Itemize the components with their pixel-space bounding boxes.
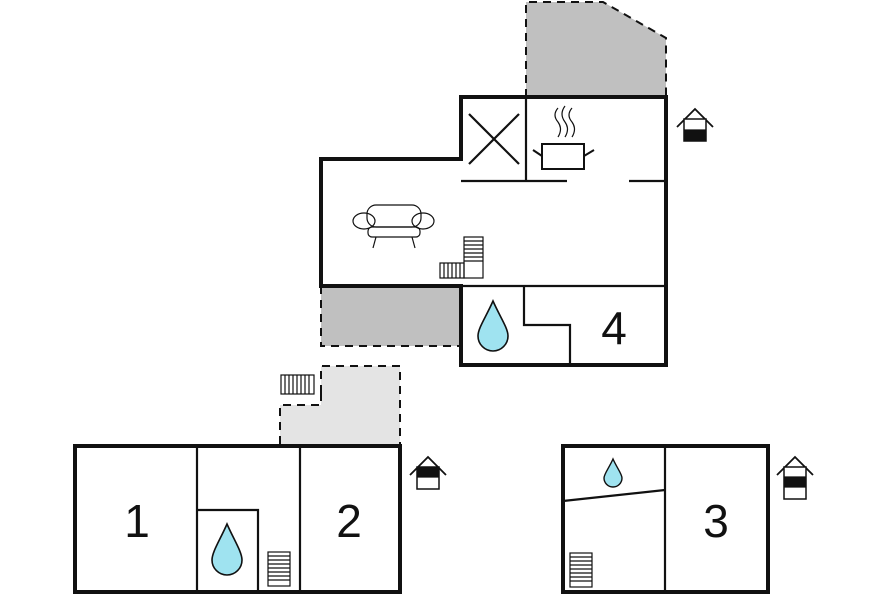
bottom-left-building <box>73 444 402 594</box>
kitchen-pot-icon <box>532 105 595 170</box>
top-building <box>319 95 668 367</box>
sofa-icon <box>352 204 435 249</box>
terrace-bottom <box>280 366 400 444</box>
stairs-icon <box>569 552 593 588</box>
room-label-4: 4 <box>601 302 627 354</box>
stairs-icon <box>439 236 484 279</box>
bottom-right-building <box>561 444 770 594</box>
terrace-middle <box>321 286 461 346</box>
room-label-1: 1 <box>124 495 150 547</box>
room-label-3: 3 <box>703 495 729 547</box>
water-drop-icon <box>211 522 243 576</box>
stairs-icon <box>280 374 315 395</box>
stairs-icon <box>267 551 291 587</box>
water-drop-icon <box>477 299 509 352</box>
floor-level-house-icon <box>776 455 814 500</box>
x-void-icon <box>468 113 520 165</box>
terrace-top <box>526 2 666 97</box>
water-drop-icon <box>603 457 623 488</box>
room-label-2: 2 <box>336 495 362 547</box>
floor-level-house-icon <box>409 455 447 490</box>
floor-level-house-icon <box>676 107 714 142</box>
